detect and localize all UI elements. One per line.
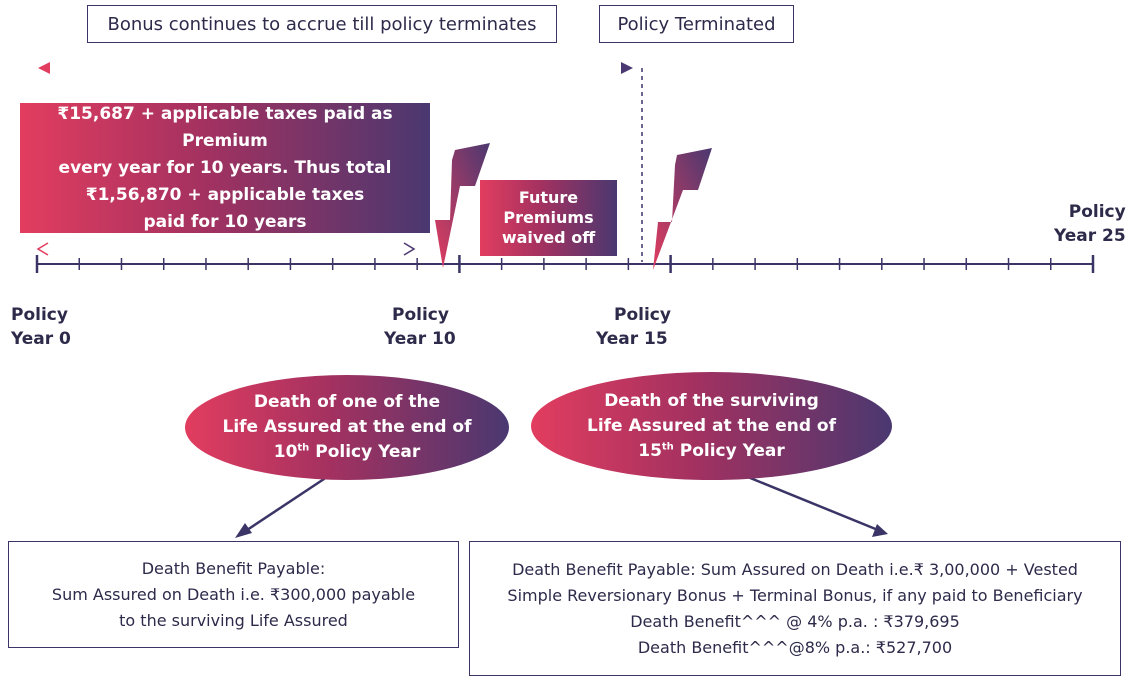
waived-line-2: Premiums — [503, 208, 594, 227]
year-0-label: Policy Year 0 — [11, 303, 71, 351]
premium-line-4: paid for 10 years — [143, 211, 307, 232]
first-event-line-3: 10th Policy Year — [274, 440, 421, 465]
second-death-benefit-box: Death Benefit Payable: Sum Assured on De… — [469, 541, 1121, 676]
second-event-connector — [737, 471, 879, 532]
second-event-arrow-head — [872, 524, 888, 537]
second-event-policy-year: Policy Year — [673, 440, 785, 461]
first-event-ordinal: 10 — [273, 442, 298, 462]
premium-period-right-head — [403, 242, 416, 256]
year-10-line-1: Policy — [392, 305, 449, 325]
year-10-line-2: Year 10 — [384, 329, 456, 349]
premium-line-2: every year for 10 years. Thus total — [58, 157, 392, 178]
year-10-label: Policy Year 10 — [384, 303, 456, 351]
first-event-line-2: Life Assured at the end of — [222, 417, 472, 437]
first-event-ordinal-suffix: th — [297, 442, 310, 454]
bonus-accrual-note: Bonus continues to accrue till policy te… — [87, 5, 557, 43]
lightning-bolt-icon — [435, 143, 490, 268]
year-15-line-1: Policy — [614, 305, 671, 325]
second-benefit-line-3: Death Benefit^^^ @ 4% p.a. : ₹379,695 — [630, 611, 960, 631]
year-15-line-2: Year 15 — [596, 329, 668, 349]
first-event-connector — [243, 473, 331, 534]
policy-terminated-note: Policy Terminated — [599, 5, 794, 43]
second-benefit-line-1: Death Benefit Payable: Sum Assured on De… — [512, 559, 1078, 579]
timeline-axis — [35, 255, 1095, 273]
bonus-arrow-left-head — [38, 62, 50, 74]
premium-period-left-head — [36, 242, 49, 256]
year-15-label: Policy Year 15 — [596, 303, 671, 351]
premium-line-1: ₹15,687 + applicable taxes paid as Premi… — [57, 103, 393, 151]
year-25-label: Policy Year 25 — [1054, 200, 1126, 248]
year-25-line-1: Policy — [1068, 202, 1126, 222]
first-benefit-line-3: to the surviving Life Assured — [119, 610, 348, 630]
year-0-line-1: Policy — [11, 305, 68, 325]
year-25-line-2: Year 25 — [1054, 226, 1126, 246]
first-death-benefit-box: Death Benefit Payable: Sum Assured on De… — [8, 541, 459, 648]
bonus-accrual-text: Bonus continues to accrue till policy te… — [107, 13, 537, 35]
first-benefit-line-2: Sum Assured on Death i.e. ₹300,000 payab… — [51, 584, 416, 604]
waived-line-1: Future — [518, 188, 579, 207]
bonus-arrow-right-head — [621, 62, 633, 74]
first-benefit-line-1: Death Benefit Payable: — [141, 558, 326, 578]
premiums-waived-box: Future Premiums waived off — [480, 180, 617, 256]
first-event-arrow-head — [235, 523, 252, 538]
first-event-line-1: Death of one of the — [253, 392, 441, 412]
lightning-bolt-icon — [653, 148, 712, 270]
second-event-ordinal: 15 — [638, 440, 662, 461]
second-death-event: Death of the surviving Life Assured at t… — [531, 372, 892, 480]
premium-line-3: ₹1,56,870 + applicable taxes — [85, 184, 365, 205]
policy-terminated-text: Policy Terminated — [617, 13, 776, 35]
second-event-ordinal-suffix: th — [661, 440, 674, 452]
second-benefit-line-4: Death Benefit^^^@8% p.a.: ₹527,700 — [637, 637, 953, 657]
second-benefit-line-2: Simple Reversionary Bonus + Terminal Bon… — [507, 585, 1083, 605]
first-event-policy-year: Policy Year — [309, 442, 421, 462]
second-event-line-1: Death of the surviving — [604, 390, 819, 411]
second-event-line-2: Life Assured at the end of — [587, 415, 836, 436]
second-event-line-3: 15th Policy Year — [638, 439, 785, 464]
premium-payment-box: ₹15,687 + applicable taxes paid as Premi… — [20, 103, 430, 233]
waived-line-3: waived off — [501, 228, 596, 247]
first-death-event: Death of one of the Life Assured at the … — [185, 375, 509, 480]
year-0-line-2: Year 0 — [11, 329, 71, 349]
